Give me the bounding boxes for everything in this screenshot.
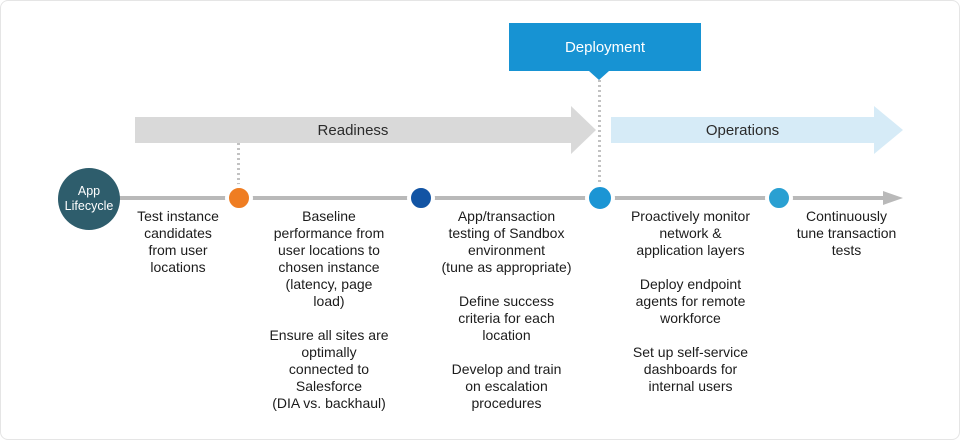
deployment-dotted-connector	[598, 80, 601, 184]
milestone-text-baseline: Baseline performance from user locations…	[269, 208, 389, 411]
phase-operations-label: Operations	[705, 121, 780, 139]
phase-operations-arrow: Operations	[611, 117, 874, 143]
phase-readiness-arrow: Readiness	[135, 117, 571, 143]
readiness-dotted-connector	[237, 143, 240, 186]
deployment-callout: Deployment	[509, 23, 701, 71]
phase-readiness-label: Readiness	[317, 121, 389, 139]
deployment-callout-pointer-icon	[589, 71, 609, 80]
milestone-text-monitoring: Proactively monitor network & applicatio…	[630, 208, 751, 394]
phase-operations-arrowhead-icon	[874, 106, 903, 154]
deployment-callout-label: Deployment	[564, 38, 646, 56]
phase-readiness-arrowhead-icon	[571, 106, 596, 154]
timeline-line	[119, 196, 883, 200]
milestone-dot-baseline	[407, 184, 435, 212]
milestone-dot-deployment	[585, 183, 615, 213]
milestone-dot-operations	[765, 184, 793, 212]
timeline-arrowhead-icon	[883, 191, 903, 205]
milestone-text-continuous-tuning: Continuously tune transaction tests	[796, 208, 897, 258]
milestone-text-test-instances: Test instance candidates from user locat…	[137, 208, 219, 275]
app-lifecycle-badge: App Lifecycle	[58, 168, 120, 230]
app-lifecycle-badge-label: App Lifecycle	[64, 184, 114, 213]
milestone-dot-test-instances	[225, 184, 253, 212]
milestone-text-sandbox-testing: App/transaction testing of Sandbox envir…	[441, 208, 572, 411]
